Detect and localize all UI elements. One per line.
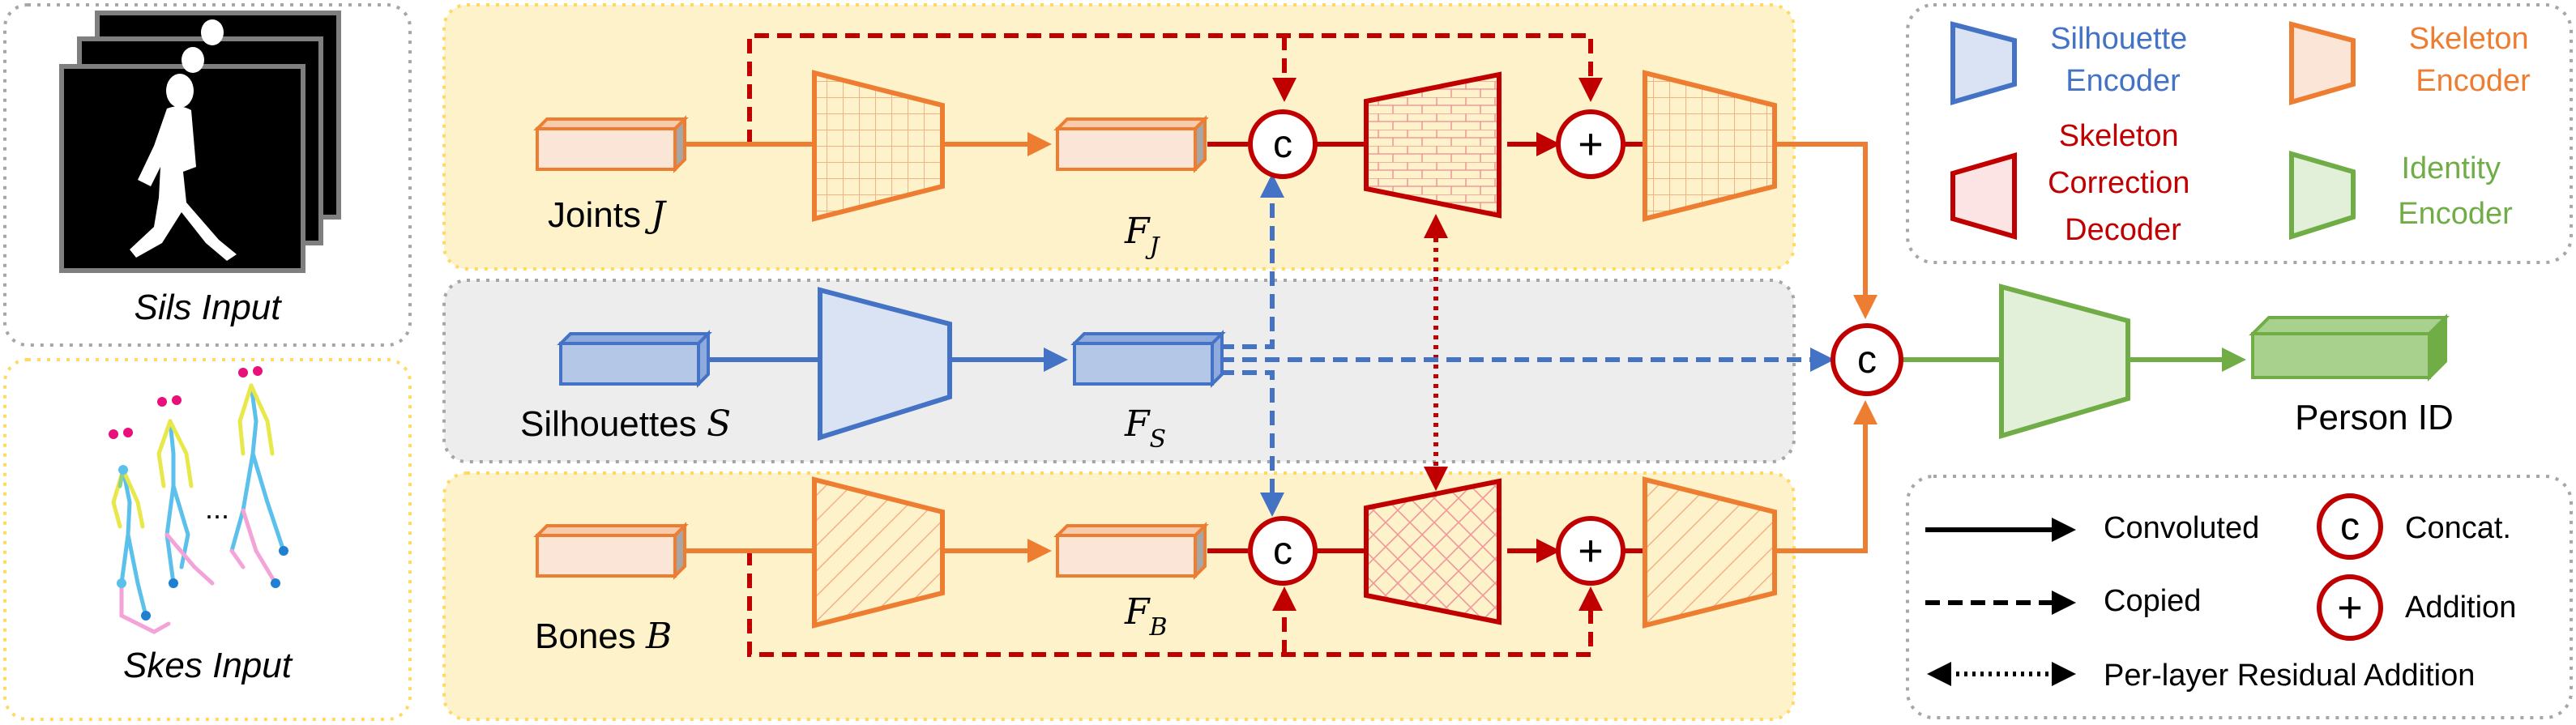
legend-correction-decoder-label: Skeleton Correction Decoder: [2048, 119, 2198, 247]
joints-skeleton-encoder: [812, 70, 945, 222]
solid-connectors: [683, 132, 2246, 563]
encoder-legend-panel: [1906, 3, 2573, 264]
add-symbol-bones: +: [1578, 527, 1604, 575]
bones-skeleton-encoder: [812, 476, 945, 629]
person-id-block: [2249, 313, 2450, 382]
legend-add-label: Addition: [2405, 591, 2516, 625]
concat-node-joints: [1248, 109, 1318, 179]
legend-correction-decoder-icon: [1950, 152, 2017, 240]
legend-add-symbol: +: [2337, 583, 2363, 632]
copy-connectors: [747, 33, 1603, 657]
silhouettes-label: Silhouettes S: [520, 403, 731, 445]
skes-input-panel: [3, 358, 412, 721]
legend-copied-label: Copied: [2104, 584, 2201, 618]
add-node-joints: [1556, 109, 1625, 179]
legend-convoluted-label: Convoluted: [2104, 511, 2259, 545]
silhouette-frames: [59, 11, 341, 273]
identity-encoder: [1999, 284, 2130, 440]
fj-label: FJ: [1124, 211, 1161, 261]
fs-feature-block: [1070, 330, 1226, 388]
legend-concat-symbol: c: [2340, 505, 2360, 548]
fb-feature-block: [1053, 522, 1209, 580]
joints-input-block: [533, 115, 689, 173]
legend-silhouette-encoder-icon: [1950, 21, 2017, 105]
legend-concat-icon: [2317, 493, 2383, 560]
bones-label: Bones B: [535, 616, 672, 657]
add-node-bones: [1556, 516, 1625, 586]
legend-identity-encoder-label: Identity Encoder: [2398, 151, 2513, 231]
concat-node-fusion: [1831, 323, 1903, 396]
silhouettes-input-block: [557, 330, 712, 388]
legend-concat-label: Concat.: [2405, 511, 2511, 545]
legend-residual-label: Per-layer Residual Addition: [2104, 659, 2475, 693]
fb-label: FB: [1124, 591, 1168, 642]
person-id-label: Person ID: [2295, 398, 2454, 437]
add-symbol-joints: +: [1578, 120, 1604, 168]
legend-identity-encoder-icon: [2289, 151, 2356, 241]
fs-label: FS: [1124, 403, 1166, 454]
concat-symbol-joints: c: [1273, 123, 1292, 166]
concat-symbol-bones: c: [1273, 530, 1292, 573]
legend-skeleton-encoder-icon: [2289, 21, 2356, 105]
joints-label: Joints J: [548, 194, 667, 236]
sils-input-label: Sils Input: [135, 288, 283, 327]
joints-correction-decoder: [1364, 71, 1502, 219]
fj-feature-block: [1053, 115, 1209, 173]
walking-person-silhouette: [130, 74, 237, 261]
skes-input-label: Skes Input: [123, 646, 293, 685]
skes-ellipsis: ...: [205, 492, 229, 525]
bones-correction-decoder: [1364, 478, 1502, 625]
concat-node-bones: [1248, 516, 1318, 586]
legend-add-icon: [2317, 574, 2383, 641]
silhouette-encoder: [818, 287, 952, 441]
concat-symbol-fusion: c: [1857, 339, 1877, 382]
legend-silhouette-encoder-label: Silhouette Encoder: [2050, 22, 2196, 98]
joints-skeleton-encoder-2: [1643, 70, 1777, 222]
skeleton-figures: [109, 366, 288, 634]
bones-skeleton-encoder-2: [1643, 476, 1777, 629]
bones-input-block: [533, 522, 689, 580]
legend-skeleton-encoder-label: Skeleton Encoder: [2409, 22, 2537, 98]
fs-copy-connectors: [1220, 173, 1835, 517]
